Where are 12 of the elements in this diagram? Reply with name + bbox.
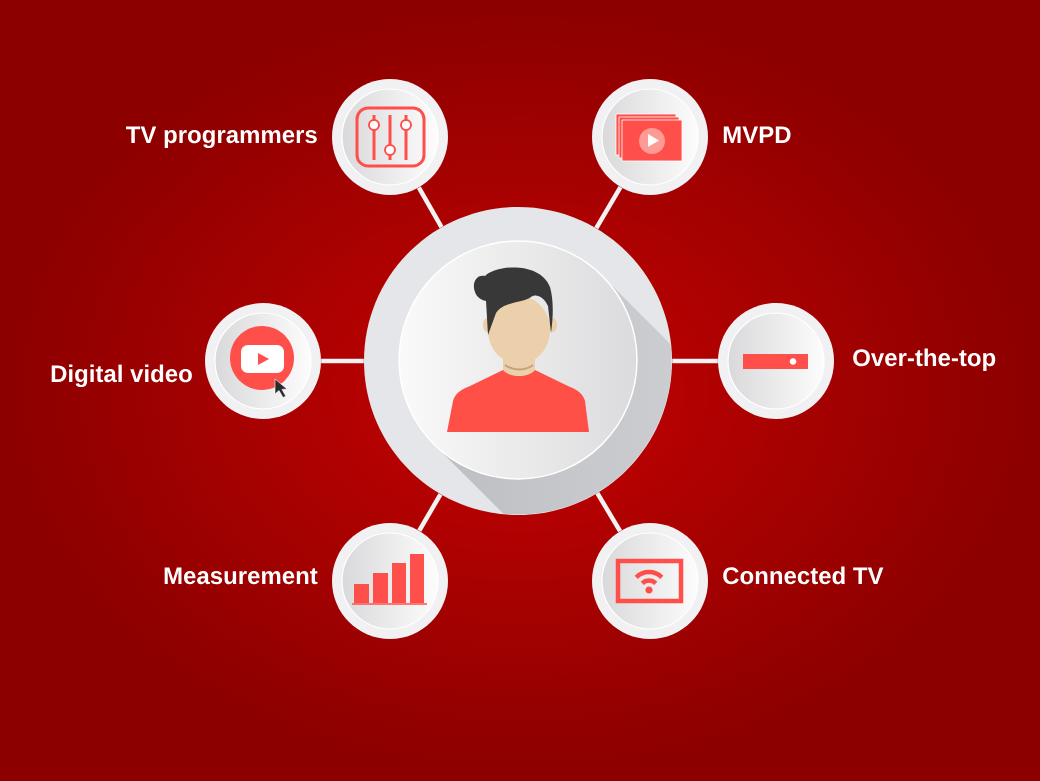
node-label: TV programmers: [126, 126, 317, 149]
node-label: Connected TV: [723, 566, 884, 585]
connector-line: [416, 186, 444, 229]
node-label: MVPD: [723, 126, 791, 143]
node-label: Over-the-top: [853, 348, 996, 371]
connector-line: [595, 492, 622, 533]
connector-line: [672, 358, 718, 364]
node-label: Measurement: [164, 567, 318, 585]
connector-line: [321, 358, 364, 364]
connector-line: [594, 186, 623, 230]
connector-line: [417, 493, 443, 532]
node-label: Digital video: [51, 364, 192, 388]
